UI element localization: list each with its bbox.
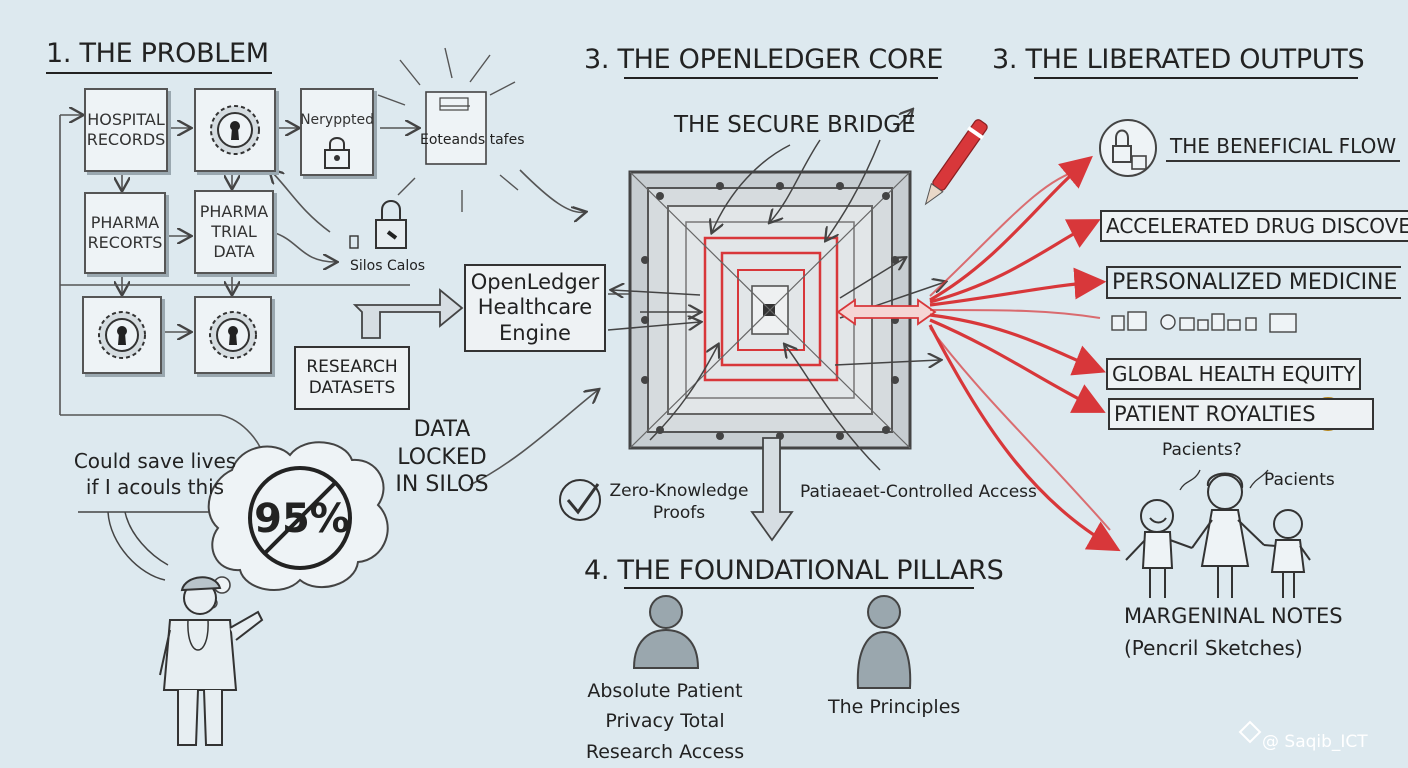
watermark-label: @ Saqib_ICT	[1262, 732, 1368, 752]
pharma-trial-box: PHARMA TRIAL DATA	[194, 190, 274, 274]
keyhole-gear-icon	[209, 311, 257, 359]
zk-proofs-label: Zero-Knowledge Proofs	[609, 481, 749, 524]
doctor-figure	[159, 576, 264, 746]
locked-vault-box-1	[194, 88, 276, 172]
encrypted-box: Neryppted	[300, 88, 374, 176]
hollow-arrow-to-engine	[352, 288, 464, 339]
hospital-records-label: HOSPITAL RECORDS	[86, 110, 166, 149]
silo-padlock-icon	[349, 200, 407, 249]
core-title: 3. THE OPENLEDGER CORE	[584, 44, 944, 75]
pharma-trial-label: PHARMA TRIAL DATA	[199, 202, 269, 261]
red-pen-icon	[924, 119, 988, 206]
down-arrow-to-pillars	[750, 437, 794, 542]
keyhole-gear-icon	[210, 105, 260, 155]
patients-figures	[1125, 469, 1311, 598]
research-datasets-box: RESEARCH DATASETS	[294, 346, 410, 410]
beneficial-flow-label: THE BENEFICIAL FLOW	[1166, 132, 1401, 162]
research-datasets-label: RESEARCH DATASETS	[306, 356, 398, 398]
silos-label: Silos Calos	[350, 258, 426, 274]
pencil-sketches-label: (Pencril Sketches)	[1124, 636, 1303, 660]
pacients-question-label: Pacients?	[1162, 440, 1242, 460]
output-item-personalized-medicine: PERSONALIZED MEDICINE	[1106, 266, 1402, 299]
pillars-title: 4. THE FOUNDATIONAL PILLARS	[584, 555, 1004, 586]
patient-access-label: Patiaeaet-Controlled Access	[800, 482, 1037, 502]
pharma-records-box: PHARMA RECORTS	[84, 192, 166, 274]
engine-label: OpenLedger Healthcare Engine	[470, 270, 600, 345]
padlock-icon	[324, 136, 350, 169]
locked-vault-box-3	[194, 296, 272, 374]
secure-bridge-label: THE SECURE BRIDGE	[674, 112, 916, 138]
pillar-figures	[632, 595, 912, 689]
outputs-title: 3. THE LIBERATED OUTPUTS	[992, 44, 1365, 75]
pillar-right-caption: The Principles	[828, 696, 961, 718]
engine-box: OpenLedger Healthcare Engine	[464, 264, 606, 352]
percent-label: 95%	[254, 496, 350, 542]
marginal-notes-label: MARGENINAL NOTES	[1124, 604, 1343, 628]
data-locked-label: DATA LOCKED IN SILOS	[395, 417, 489, 497]
hospital-records-box: HOSPITAL RECORDS	[84, 88, 168, 172]
output-item-drug-discovery: ACCELERATED DRUG DISCOVERY	[1100, 210, 1408, 242]
keyhole-gear-icon	[98, 311, 146, 359]
pharma-records-label: PHARMA RECORTS	[87, 213, 163, 252]
locked-vault-box-2	[82, 296, 162, 374]
thought-cloud	[207, 441, 389, 592]
output-item-patient-royalties: PATIENT ROYALTIES	[1108, 398, 1374, 430]
output-item-health-equity: GLOBAL HEALTH EQUITY	[1106, 358, 1362, 390]
problem-title: 1. THE PROBLEM	[46, 38, 269, 69]
pillar-left-caption: Absolute Patient Privacy Total Research …	[585, 680, 745, 763]
pacients-label: Pacients	[1264, 470, 1335, 490]
red-double-arrow	[836, 298, 937, 326]
could-save-label: Could save lives if I acouls this	[73, 449, 237, 499]
burst-label: Eoteands tafes	[420, 132, 525, 148]
encrypted-label: Neryppted	[300, 112, 374, 128]
